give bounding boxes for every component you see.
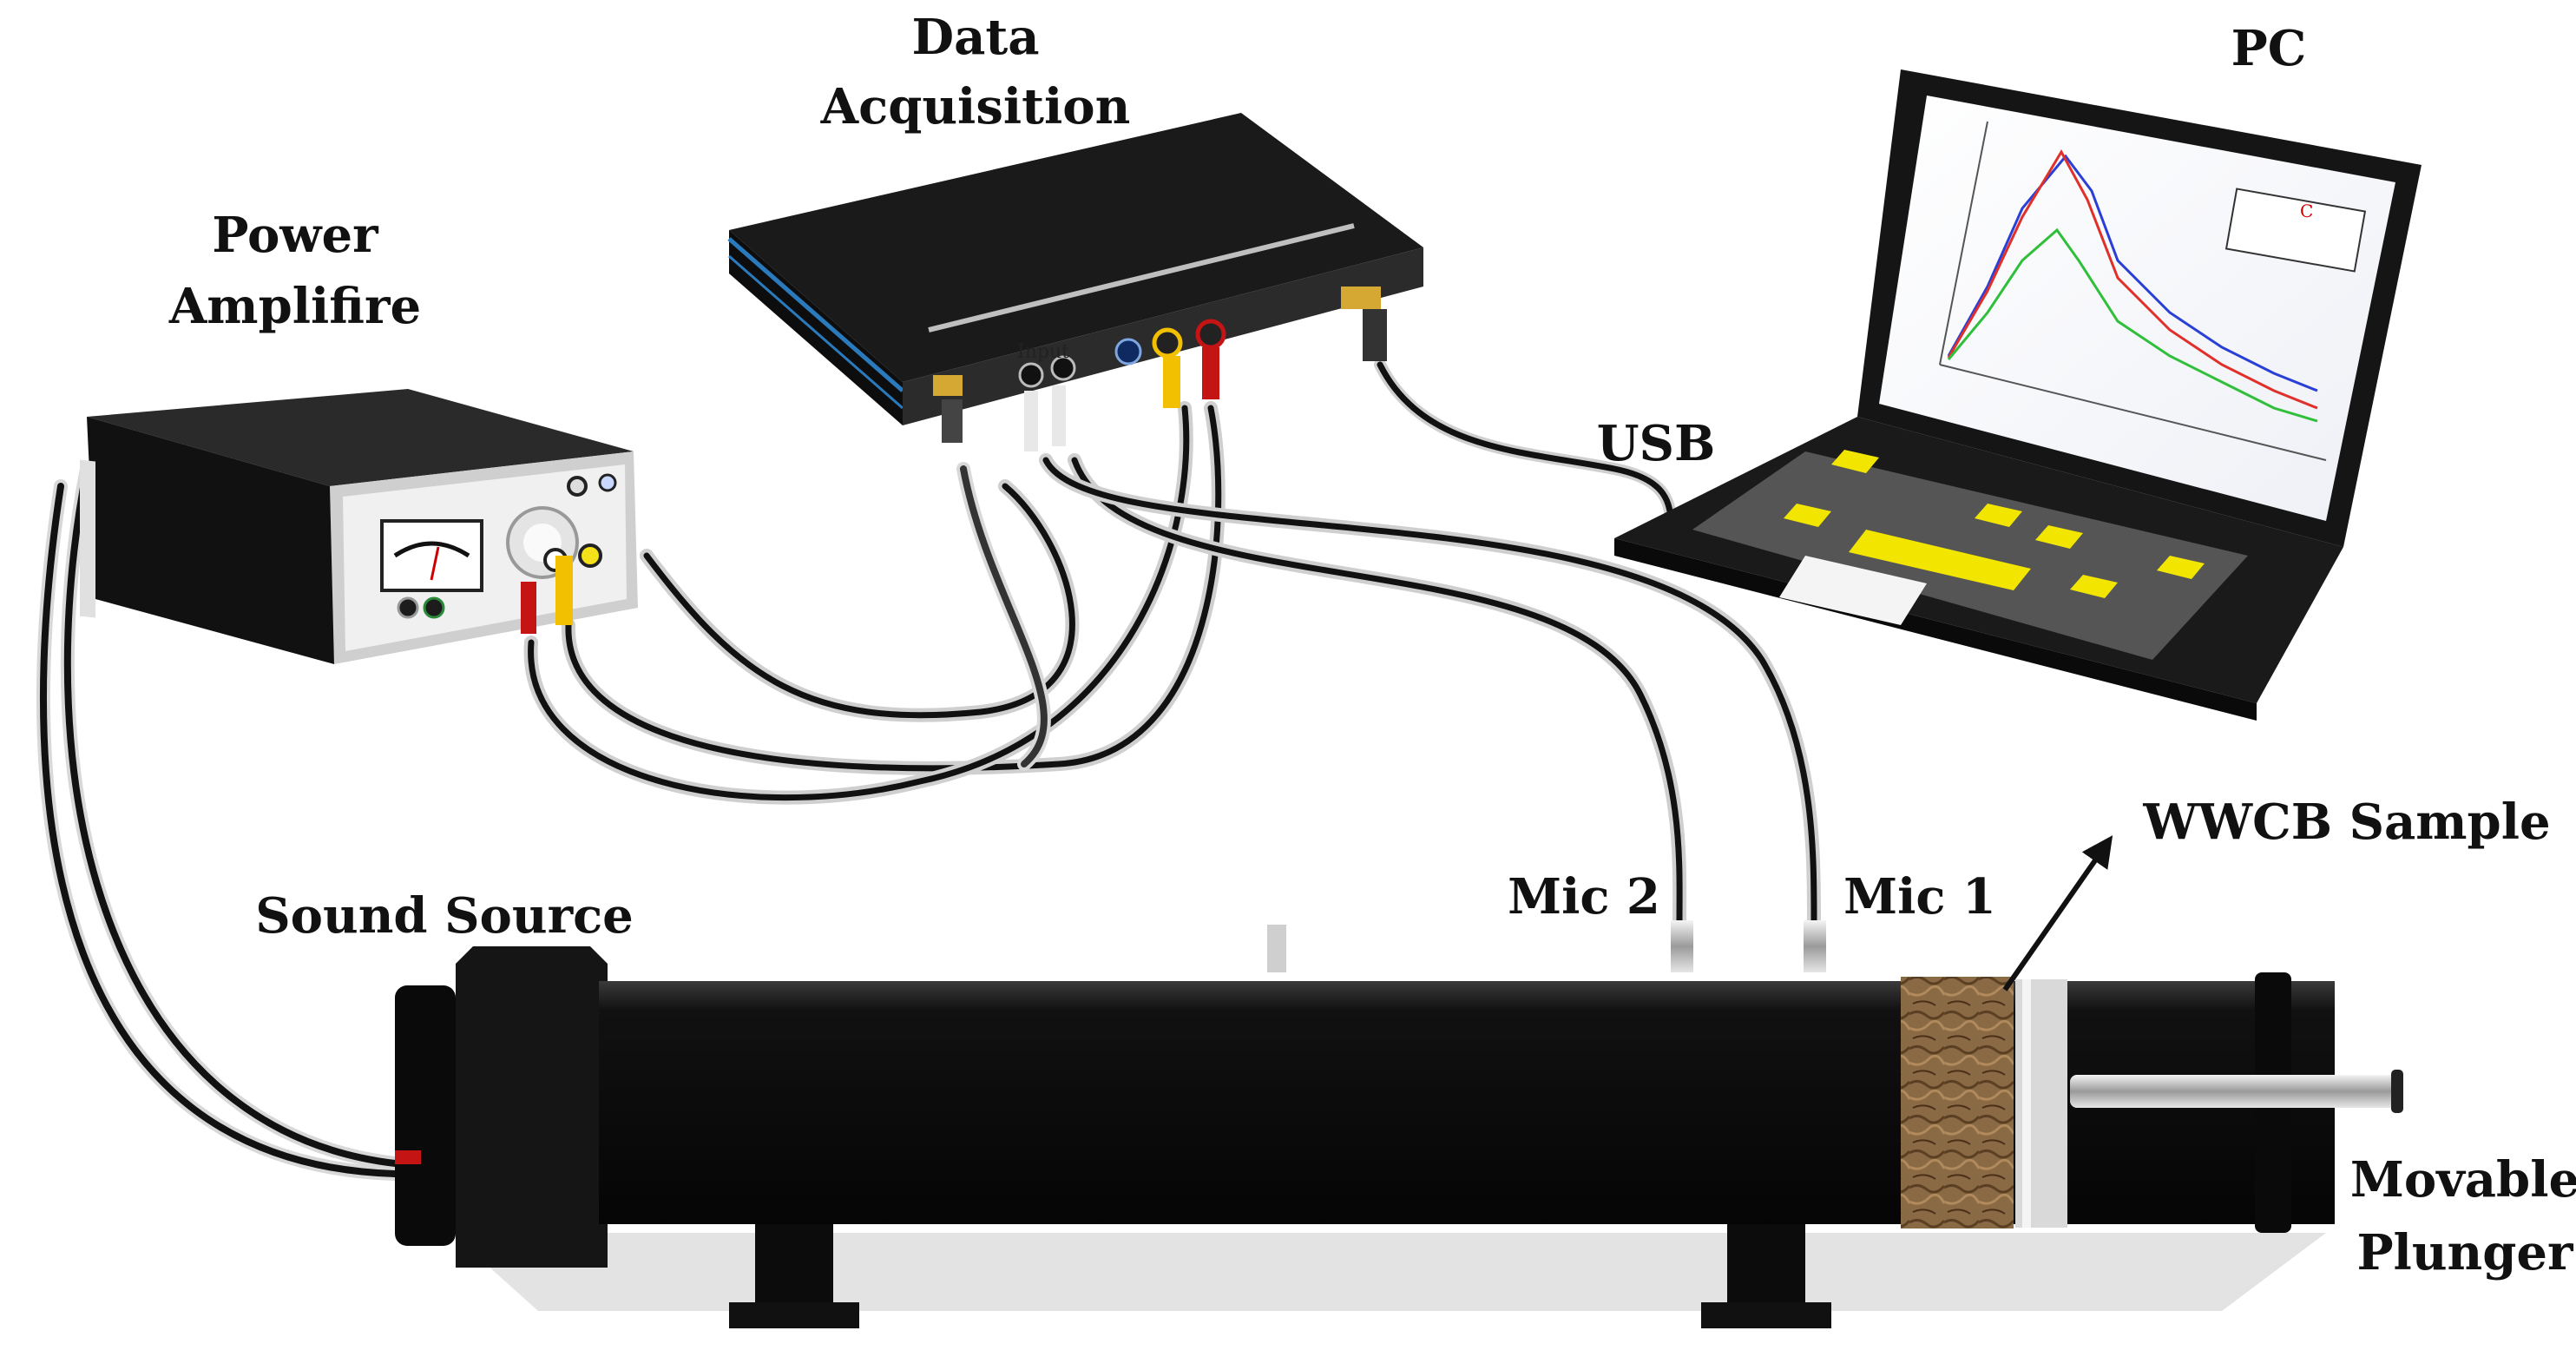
sound-source-cap <box>395 985 456 1246</box>
power-amplifier <box>80 389 638 664</box>
input-port-label: Input <box>1017 341 1069 363</box>
label-data-1: Data <box>912 9 1040 66</box>
data-acquisition-box: Input <box>727 113 1423 451</box>
mic1-port <box>1804 920 1826 972</box>
tube-shadow <box>451 1233 2326 1311</box>
label-power-1: Power <box>212 207 379 264</box>
cables <box>36 359 1821 1181</box>
label-data-2: Acquisition <box>820 78 1131 135</box>
label-pc: PC <box>2231 20 2307 77</box>
laptop-pc: C <box>1614 69 2422 721</box>
label-mic1: Mic 1 <box>1843 868 1996 926</box>
screen-legend-title: C <box>2300 201 2313 221</box>
impedance-tube <box>395 835 2403 1328</box>
screen-series-green <box>1947 227 2318 423</box>
mic2-port <box>1671 920 1693 972</box>
screen-chart: C <box>1939 121 2367 461</box>
screen-series-blue <box>1947 154 2318 392</box>
screen-series-red <box>1947 148 2318 410</box>
wwcb-sample <box>1901 977 2014 1229</box>
touchpad <box>1779 556 1927 625</box>
label-usb: USB <box>1597 415 1716 472</box>
usb-port <box>1341 287 1381 309</box>
wwcb-arrow <box>2002 835 2113 991</box>
label-movable-2: Plunger <box>2356 1224 2574 1281</box>
movable-plunger <box>2070 1075 2400 1108</box>
label-movable-1: Movable <box>2350 1151 2576 1209</box>
label-power-2: Amplifire <box>168 278 421 335</box>
label-mic2: Mic 2 <box>1508 868 1660 926</box>
hdmi-port <box>933 375 963 396</box>
label-sound-source: Sound Source <box>255 887 634 945</box>
label-wwcb-sample: WWCB Sample <box>2142 794 2550 851</box>
